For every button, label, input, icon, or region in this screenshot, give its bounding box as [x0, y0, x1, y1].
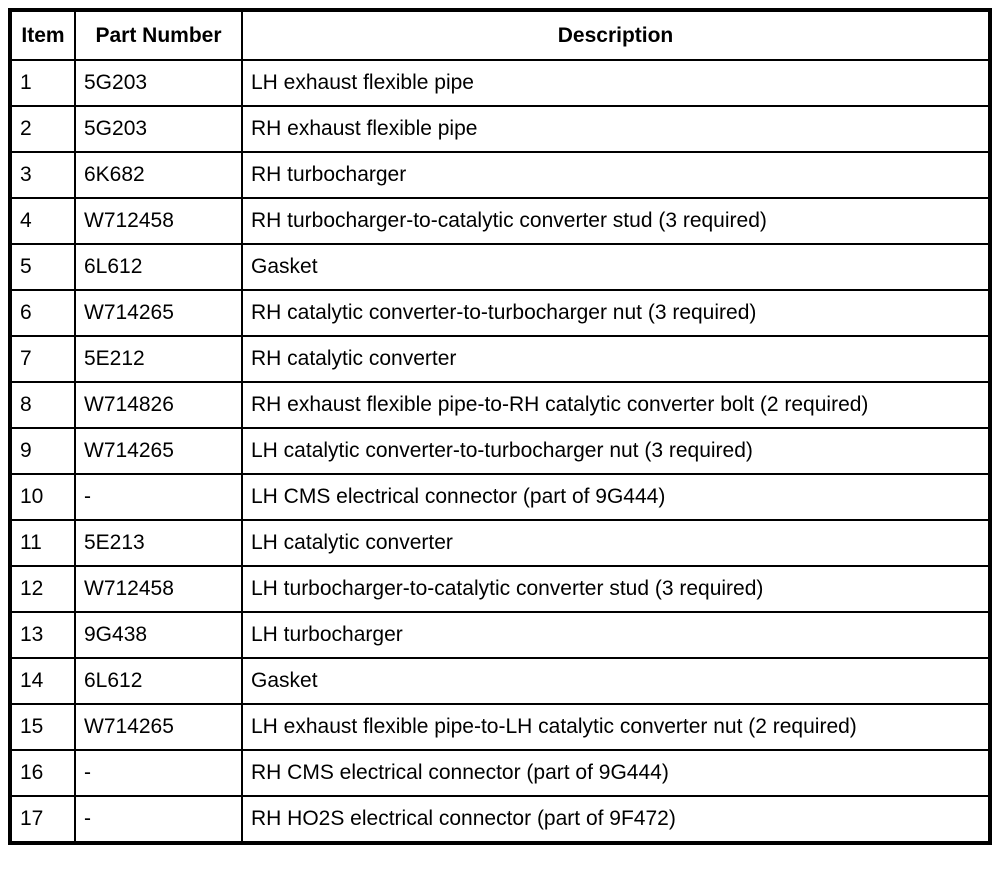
column-header-item: Item: [9, 9, 76, 61]
cell-description: RH CMS electrical connector (part of 9G4…: [241, 749, 991, 797]
cell-part-number: 6L612: [74, 657, 243, 705]
table-header: Item Part Number Description: [9, 9, 991, 61]
cell-description: LH catalytic converter: [241, 519, 991, 567]
cell-part-number: 5E213: [74, 519, 243, 567]
cell-part-number: 6K682: [74, 151, 243, 199]
cell-description: RH exhaust flexible pipe-to-RH catalytic…: [241, 381, 991, 429]
cell-item: 6: [9, 289, 76, 337]
table-row: 10-LH CMS electrical connector (part of …: [9, 473, 991, 521]
cell-part-number: W714265: [74, 289, 243, 337]
cell-item: 12: [9, 565, 76, 613]
table-row: 16-RH CMS electrical connector (part of …: [9, 749, 991, 797]
cell-part-number: -: [74, 749, 243, 797]
cell-item: 11: [9, 519, 76, 567]
table-row: 17-RH HO2S electrical connector (part of…: [9, 795, 991, 844]
cell-description: LH turbocharger: [241, 611, 991, 659]
cell-description: LH exhaust flexible pipe-to-LH catalytic…: [241, 703, 991, 751]
cell-description: RH turbocharger: [241, 151, 991, 199]
cell-part-number: W714265: [74, 703, 243, 751]
cell-item: 8: [9, 381, 76, 429]
cell-item: 16: [9, 749, 76, 797]
cell-item: 4: [9, 197, 76, 245]
cell-description: LH catalytic converter-to-turbocharger n…: [241, 427, 991, 475]
cell-description: RH turbocharger-to-catalytic converter s…: [241, 197, 991, 245]
cell-item: 3: [9, 151, 76, 199]
cell-description: LH exhaust flexible pipe: [241, 59, 991, 107]
cell-item: 1: [9, 59, 76, 107]
cell-part-number: W714265: [74, 427, 243, 475]
cell-part-number: W714826: [74, 381, 243, 429]
cell-item: 17: [9, 795, 76, 844]
cell-part-number: 5E212: [74, 335, 243, 383]
cell-description: RH catalytic converter: [241, 335, 991, 383]
column-header-part-number: Part Number: [74, 9, 243, 61]
cell-item: 2: [9, 105, 76, 153]
cell-part-number: -: [74, 795, 243, 844]
cell-item: 9: [9, 427, 76, 475]
cell-description: LH turbocharger-to-catalytic converter s…: [241, 565, 991, 613]
cell-description: RH exhaust flexible pipe: [241, 105, 991, 153]
cell-part-number: W712458: [74, 565, 243, 613]
cell-description: RH catalytic converter-to-turbocharger n…: [241, 289, 991, 337]
cell-description: Gasket: [241, 657, 991, 705]
table-header-row: Item Part Number Description: [9, 9, 991, 61]
cell-part-number: W712458: [74, 197, 243, 245]
cell-part-number: 5G203: [74, 59, 243, 107]
cell-part-number: 5G203: [74, 105, 243, 153]
cell-part-number: 9G438: [74, 611, 243, 659]
cell-description: RH HO2S electrical connector (part of 9F…: [241, 795, 991, 844]
cell-item: 5: [9, 243, 76, 291]
cell-part-number: -: [74, 473, 243, 521]
cell-description: Gasket: [241, 243, 991, 291]
cell-part-number: 6L612: [74, 243, 243, 291]
cell-description: LH CMS electrical connector (part of 9G4…: [241, 473, 991, 521]
cell-item: 15: [9, 703, 76, 751]
cell-item: 10: [9, 473, 76, 521]
cell-item: 14: [9, 657, 76, 705]
column-header-description: Description: [241, 9, 991, 61]
cell-item: 13: [9, 611, 76, 659]
cell-item: 7: [9, 335, 76, 383]
